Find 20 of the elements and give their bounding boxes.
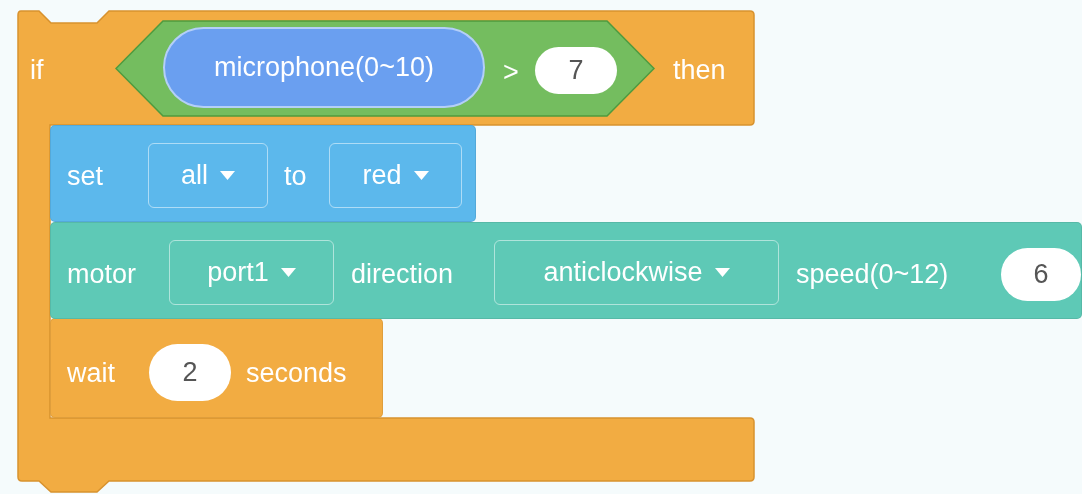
block-label: wait: [67, 359, 115, 387]
block-label: speed(0~12): [796, 260, 949, 288]
dropdown-menu: red: [329, 143, 462, 208]
dropdown-menu: all: [148, 143, 268, 208]
block-label: >: [503, 58, 519, 86]
code-block: [50, 318, 383, 418]
block-label: set: [67, 162, 104, 190]
block-label: if: [30, 56, 44, 84]
dropdown-menu: port1: [169, 240, 334, 305]
number-input: 2: [149, 344, 231, 401]
dropdown-menu: anticlockwise: [494, 240, 779, 305]
block-label: direction: [351, 260, 454, 288]
block-label: to: [284, 162, 307, 190]
block-label: seconds: [246, 359, 347, 387]
number-input: 6: [1001, 248, 1081, 301]
block-label: then: [673, 56, 726, 84]
block-label: motor: [67, 260, 137, 288]
code-block: [50, 222, 1082, 319]
sensor-reporter: microphone(0~10): [163, 27, 485, 108]
code-block: [50, 125, 476, 222]
